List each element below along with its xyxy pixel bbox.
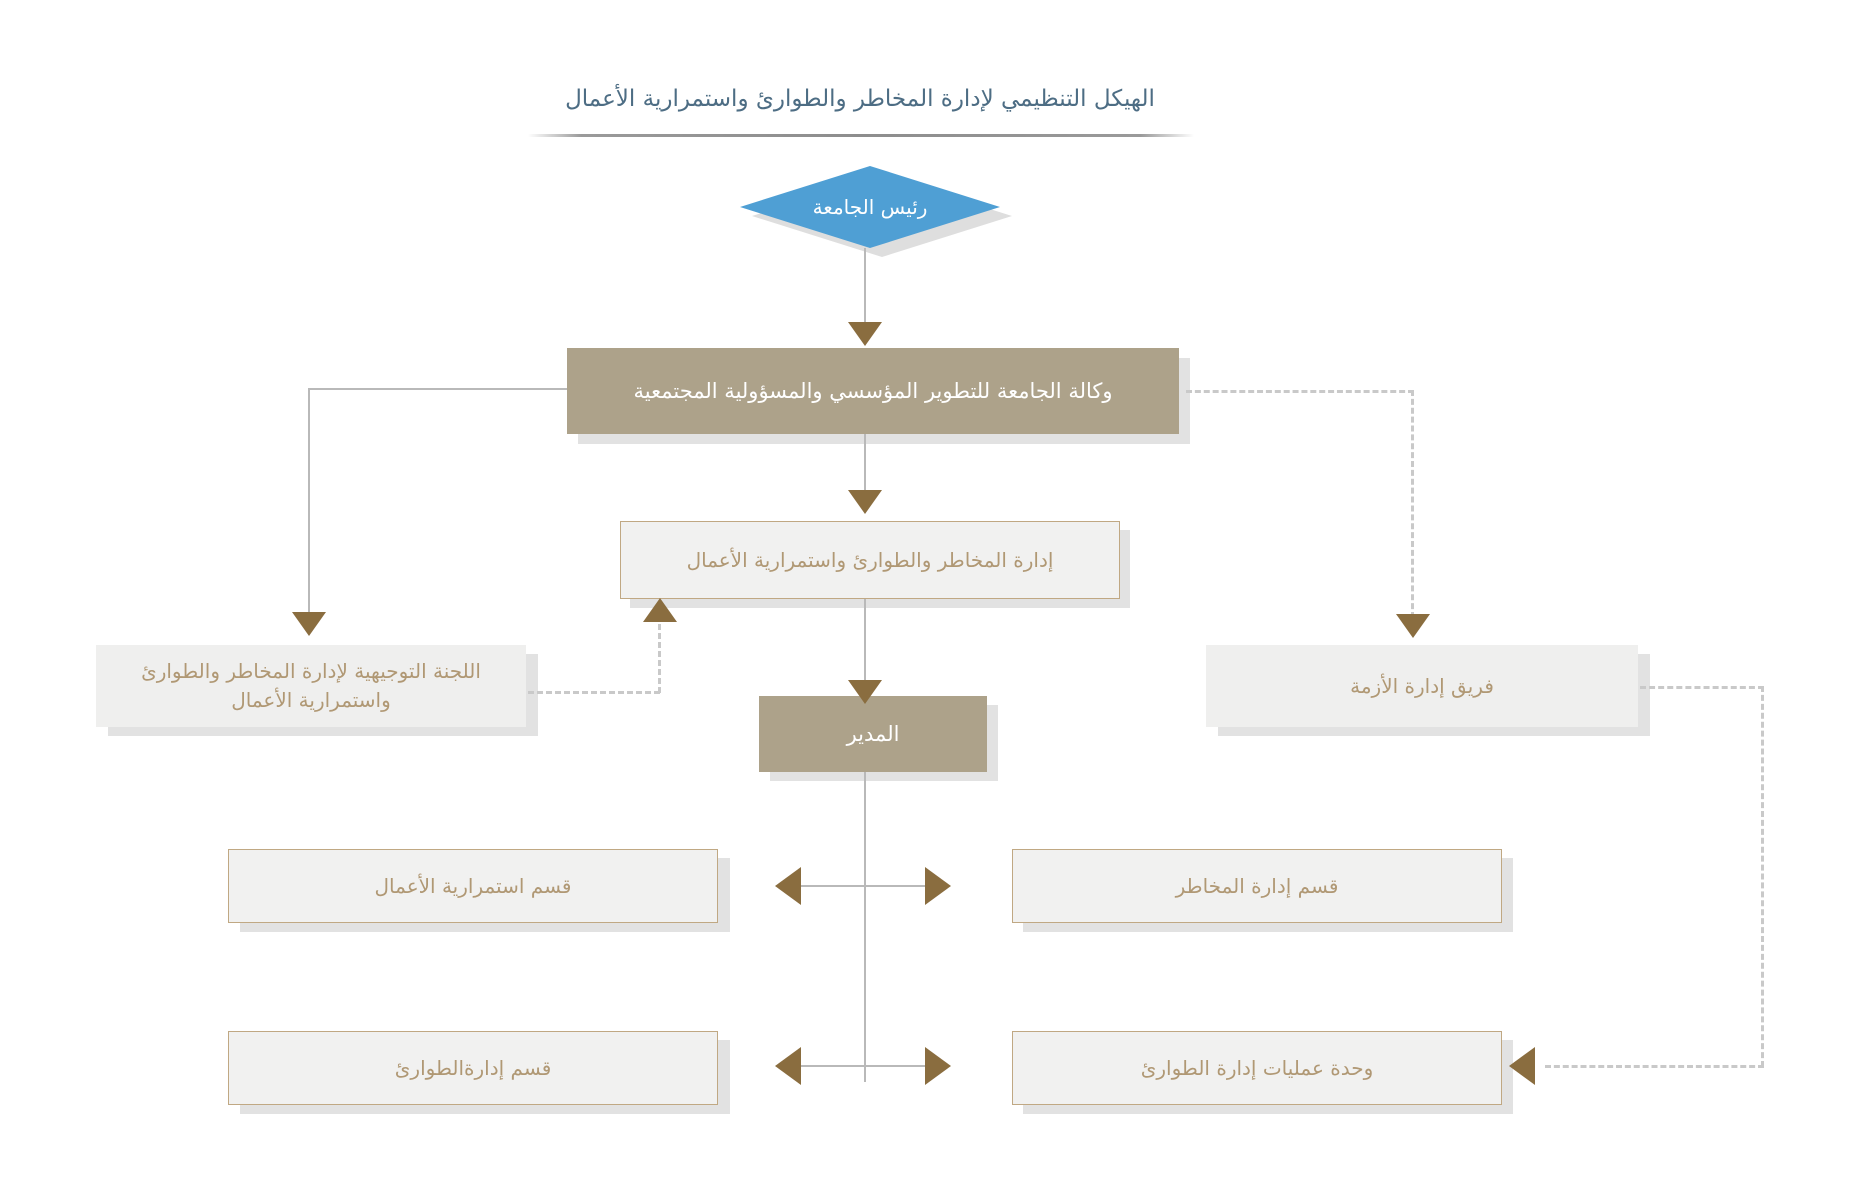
arrow-down-to-crisis-team <box>1396 614 1430 638</box>
connector-agency-to-crisis-horizontal <box>1186 390 1414 393</box>
emergency-operations-label: وحدة عمليات إدارة الطوارئ <box>1140 1055 1374 1080</box>
arrow-left-to-emergency-ops-unit <box>1509 1047 1535 1085</box>
node-agency[interactable]: وكالة الجامعة للتطوير المؤسسي والمسؤولية… <box>567 348 1179 434</box>
agency-label: وكالة الجامعة للتطوير المؤسسي والمسؤولية… <box>633 378 1113 403</box>
node-risk-management-section[interactable]: قسم إدارة المخاطر <box>1012 849 1502 923</box>
arrow-down-to-director <box>848 680 882 704</box>
node-business-continuity-section[interactable]: قسم استمرارية الأعمال <box>228 849 718 923</box>
arrow-up-to-department <box>643 598 677 622</box>
arrow-down-to-committee <box>292 612 326 636</box>
node-president[interactable]: رئيس الجامعة <box>740 166 1000 248</box>
connector-agency-to-department <box>864 434 866 496</box>
arrow-right-to-risk-management <box>925 867 951 905</box>
connector-agency-to-crisis-vertical <box>1411 390 1414 618</box>
connector-crisis-to-ops-horizontal <box>1640 686 1764 689</box>
connector-president-to-agency <box>864 248 866 328</box>
president-label: رئيس الجامعة <box>812 195 928 219</box>
crisis-team-label: فريق إدارة الأزمة <box>1350 673 1494 698</box>
hexagon-shape: رئيس الجامعة <box>740 166 1000 248</box>
connector-committee-to-department-vertical <box>658 615 661 693</box>
title-divider <box>528 134 1194 137</box>
connector-agency-to-committee-vertical <box>308 388 310 616</box>
arrow-down-to-agency <box>848 322 882 346</box>
connector-department-to-director <box>864 599 866 687</box>
node-crisis-team[interactable]: فريق إدارة الأزمة <box>1206 645 1638 727</box>
director-label: المدير <box>846 721 900 746</box>
node-director[interactable]: المدير <box>759 696 987 772</box>
arrow-down-to-department <box>848 490 882 514</box>
emergency-management-label: قسم إدارةالطوارئ <box>394 1055 552 1080</box>
node-department[interactable]: إدارة المخاطر والطوارئ واستمرارية الأعما… <box>620 521 1120 599</box>
node-emergency-operations-unit[interactable]: وحدة عمليات إدارة الطوارئ <box>1012 1031 1502 1105</box>
business-continuity-label: قسم استمرارية الأعمال <box>374 873 572 898</box>
arrow-left-to-business-continuity <box>775 867 801 905</box>
risk-management-label: قسم إدارة المخاطر <box>1175 873 1339 898</box>
connector-crisis-to-ops-vertical <box>1761 686 1764 1067</box>
node-steering-committee[interactable]: اللجنة التوجيهية لإدارة المخاطر والطوارئ… <box>96 645 526 727</box>
department-label: إدارة المخاطر والطوارئ واستمرارية الأعما… <box>686 547 1054 572</box>
connector-agency-to-committee-horizontal <box>308 388 570 390</box>
steering-committee-label: اللجنة التوجيهية لإدارة المخاطر والطوارئ… <box>141 659 481 712</box>
connector-row2-horizontal <box>800 1065 930 1067</box>
connector-crisis-to-ops-bottom <box>1545 1065 1764 1068</box>
connector-director-spine <box>864 772 866 1082</box>
arrow-left-to-emergency-management <box>775 1047 801 1085</box>
node-emergency-management-section[interactable]: قسم إدارةالطوارئ <box>228 1031 718 1105</box>
arrow-right-to-emergency-operations <box>925 1047 951 1085</box>
connector-committee-to-department-horizontal <box>528 691 660 694</box>
page-title: الهيكل التنظيمي لإدارة المخاطر والطوارئ … <box>565 86 1155 112</box>
connector-row1-horizontal <box>800 885 930 887</box>
